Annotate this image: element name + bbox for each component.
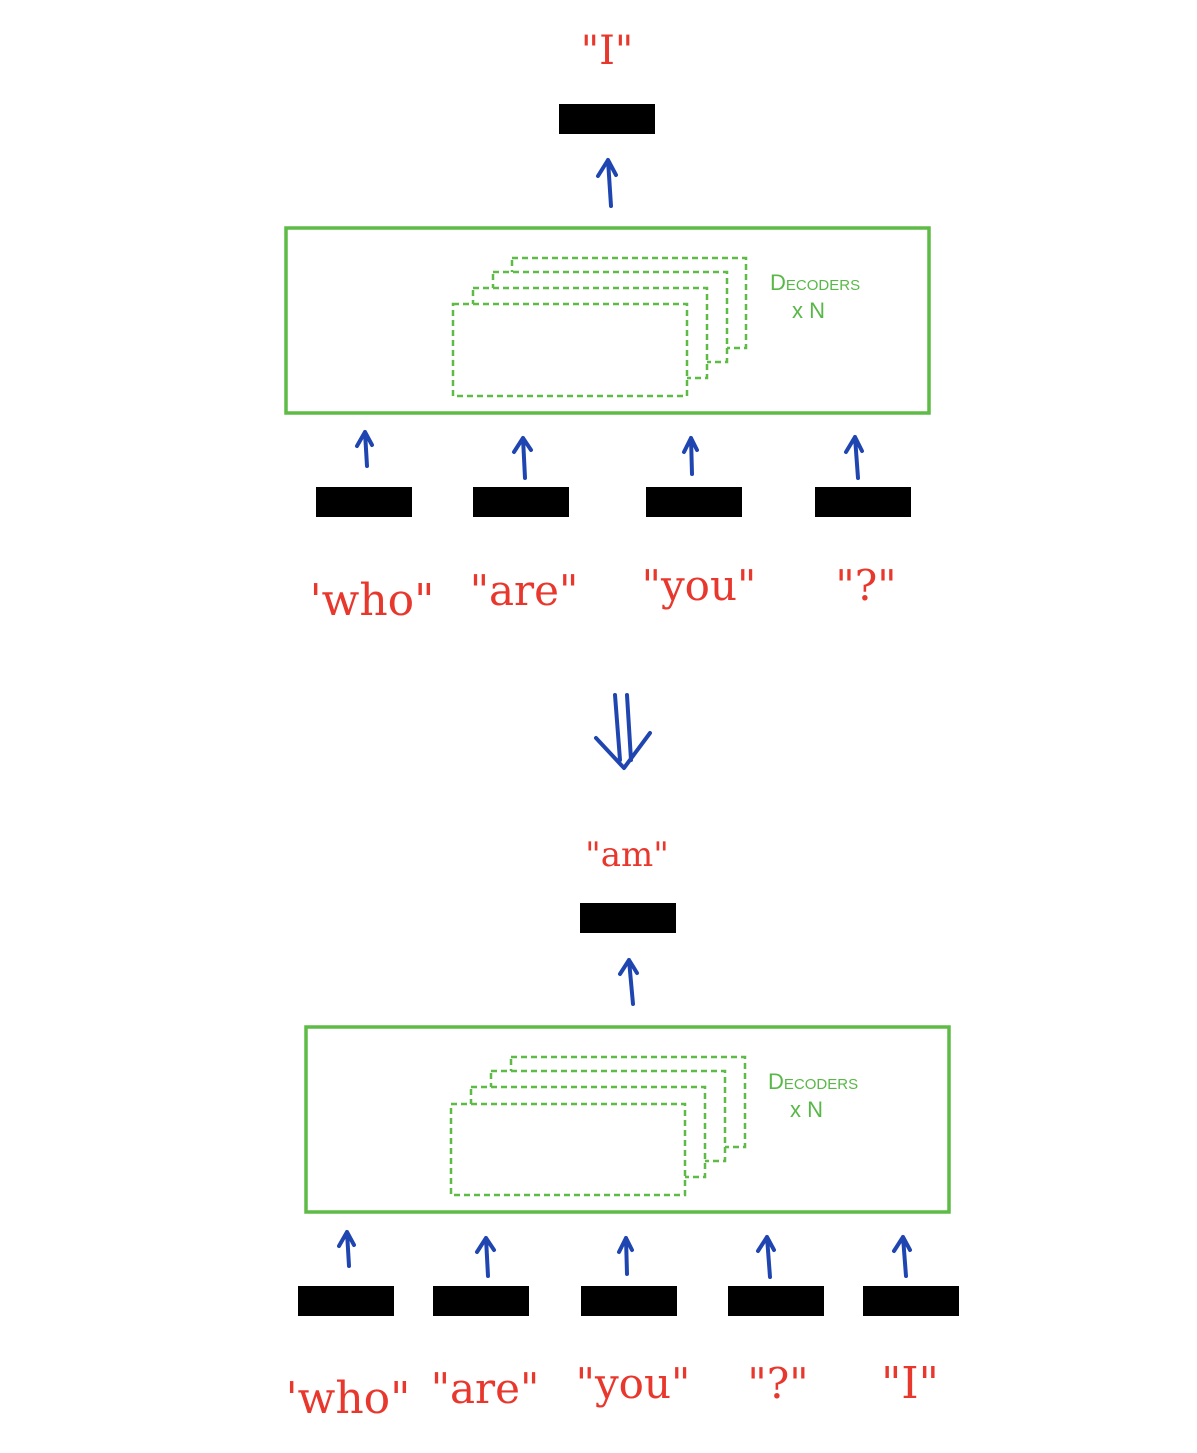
bottom-input-token-4: "?" (747, 1359, 808, 1408)
top-input-vector-4 (815, 487, 911, 517)
top-stage: "I" Decoders x N 'who" "are" "you" (284, 28, 931, 626)
bottom-decoder-layer-1 (449, 1102, 687, 1197)
bottom-decoder-stack (449, 1055, 747, 1197)
top-decoder-layer-1 (451, 302, 689, 398)
top-output-arrow (596, 158, 618, 208)
top-decoders-label: Decoders (770, 270, 860, 295)
bottom-output-vector (580, 903, 676, 933)
top-input-vector-2 (473, 487, 569, 517)
bottom-input-vector-3 (581, 1286, 677, 1316)
top-output-token: "I" (581, 28, 634, 74)
top-input-vector-3 (646, 487, 742, 517)
top-decoder-stack (451, 256, 748, 398)
transition-double-arrow (594, 693, 652, 770)
bottom-input-vector-5 (863, 1286, 959, 1316)
bottom-stage: "am" Decoders x N 'who" "are" (286, 835, 959, 1424)
bottom-decoder-block (304, 1025, 951, 1214)
top-decoder-block (284, 226, 931, 415)
bottom-decoders-label: Decoders (768, 1069, 858, 1094)
top-input-arrows (355, 430, 864, 480)
top-input-token-2: "are" (470, 566, 579, 615)
bottom-decoders-multiplier: x N (790, 1097, 823, 1122)
bottom-input-vector-1 (298, 1286, 394, 1316)
transition-symbol-text: ⇓ (0, 0, 1, 1)
bottom-output-arrow (618, 958, 639, 1006)
bottom-input-arrows (337, 1230, 912, 1279)
bottom-output-token: "am" (585, 835, 669, 875)
top-input-vector-1 (316, 487, 412, 517)
top-input-arrow-2 (512, 436, 533, 480)
bottom-input-arrow-5 (892, 1235, 912, 1278)
bottom-input-vector-4 (728, 1286, 824, 1316)
bottom-input-vector-2 (433, 1286, 529, 1316)
bottom-input-token-2: "are" (431, 1364, 540, 1413)
bottom-input-token-5: "I" (881, 1358, 939, 1409)
bottom-input-arrow-1 (337, 1230, 356, 1268)
bottom-input-token-3: "you" (576, 1359, 691, 1408)
bottom-input-arrow-4 (756, 1235, 776, 1279)
bottom-input-arrow-2 (475, 1236, 496, 1278)
top-input-token-4: "?" (835, 561, 896, 610)
top-input-arrow-3 (682, 436, 699, 476)
top-input-token-3: "you" (642, 561, 757, 610)
top-input-token-1: 'who" (310, 575, 435, 626)
top-input-arrow-4 (844, 435, 864, 480)
bottom-input-arrow-3 (617, 1236, 634, 1276)
bottom-input-token-1: 'who" (286, 1373, 411, 1424)
top-output-vector (559, 104, 655, 134)
top-input-arrow-1 (355, 430, 374, 468)
top-decoders-multiplier: x N (792, 298, 825, 323)
